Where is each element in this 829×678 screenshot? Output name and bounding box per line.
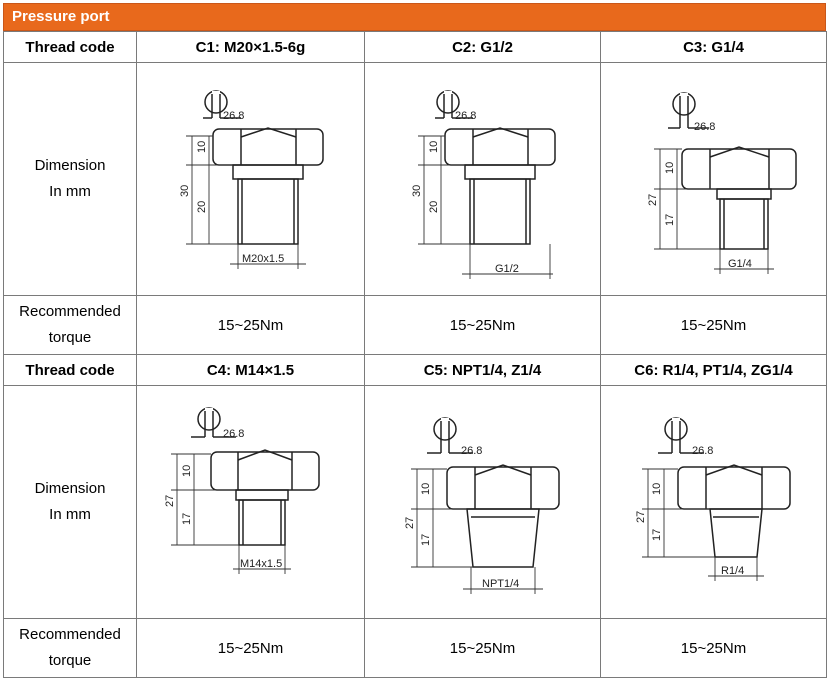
hex-height-label: 10 xyxy=(420,483,432,495)
torque-c1: 15~25Nm xyxy=(136,295,365,355)
drawing-c3-straight-small: 26.8 10 17 27 G1/4 xyxy=(647,92,797,274)
code-c2: C2: G1/2 xyxy=(364,31,601,63)
figure-c5: 26.8 10 17 27 NPT1/4 xyxy=(364,385,601,619)
torque-label-line2: torque xyxy=(48,652,92,669)
section-title: Pressure port xyxy=(12,8,110,25)
code-c6: C6: R1/4, PT1/4, ZG1/4 xyxy=(600,354,827,386)
torque-label: Recommended torque xyxy=(3,295,137,355)
total-height-label: 27 xyxy=(164,495,176,507)
section-header: Pressure port xyxy=(3,3,826,31)
thread-size-label: R1/4 xyxy=(721,565,744,577)
angle-label: 26.8 xyxy=(455,110,476,122)
thread-height-label: 20 xyxy=(428,201,440,213)
angle-label: 26.8 xyxy=(692,445,713,457)
torque-label-line1: Recommended xyxy=(19,303,121,320)
angle-label: 26.8 xyxy=(223,110,244,122)
total-height-label: 27 xyxy=(635,511,647,523)
angle-label: 26.8 xyxy=(223,428,244,440)
drawing-c4-straight-small: 26.8 10 17 27 M14x1.5 xyxy=(164,407,320,574)
torque-c5: 15~25Nm xyxy=(364,618,601,678)
drawing-c5-tapered: 26.8 10 17 27 NPT1/4 xyxy=(404,417,560,594)
dimension-row: Dimension In mm xyxy=(3,62,827,296)
thread-height-label: 17 xyxy=(181,513,193,525)
torque-row: Recommended torque 15~25Nm 15~25Nm 15~25… xyxy=(3,295,827,355)
hex-height-label: 10 xyxy=(181,465,193,477)
dimension-label-line1: Dimension xyxy=(34,157,106,174)
torque-label-line2: torque xyxy=(48,329,92,346)
thread-size-label: G1/2 xyxy=(495,263,519,275)
thread-code-label: Thread code xyxy=(3,354,137,386)
torque-label-line1: Recommended xyxy=(19,626,121,643)
dimension-label-line2: In mm xyxy=(49,506,91,523)
dimension-row: Dimension In mm xyxy=(3,385,827,619)
code-c1: C1: M20×1.5-6g xyxy=(136,31,365,63)
thread-size-label: M20x1.5 xyxy=(242,253,284,265)
angle-label: 26.8 xyxy=(461,445,482,457)
dimension-label: Dimension In mm xyxy=(3,385,137,619)
torque-label: Recommended torque xyxy=(3,618,137,678)
torque-row: Recommended torque 15~25Nm 15~25Nm 15~25… xyxy=(3,618,827,678)
thread-size-label: M14x1.5 xyxy=(240,558,282,570)
hex-height-label: 10 xyxy=(651,483,663,495)
hex-height-label: 10 xyxy=(196,141,208,153)
total-height-label: 30 xyxy=(179,185,191,197)
figure-c3: 26.8 10 17 27 G1/4 xyxy=(600,62,827,296)
torque-c6: 15~25Nm xyxy=(600,618,827,678)
figure-c6: 26.8 10 17 27 R1/4 xyxy=(600,385,827,619)
dimension-label: Dimension In mm xyxy=(3,62,137,296)
thread-height-label: 20 xyxy=(196,201,208,213)
figure-c4: 26.8 10 17 27 M14x1.5 xyxy=(136,385,365,619)
code-c4: C4: M14×1.5 xyxy=(136,354,365,386)
total-height-label: 30 xyxy=(411,185,423,197)
drawing-c1-straight-large: 26.8 10 20 30 M20x1.5 xyxy=(179,90,324,269)
torque-c4: 15~25Nm xyxy=(136,618,365,678)
thread-height-label: 17 xyxy=(651,529,663,541)
thread-code-row: Thread code C1: M20×1.5-6g C2: G1/2 C3: … xyxy=(3,31,827,63)
thread-size-label: NPT1/4 xyxy=(482,578,519,590)
thread-height-label: 17 xyxy=(420,534,432,546)
figure-c1: 26.8 10 20 30 M20x1.5 xyxy=(136,62,365,296)
drawing-c2-straight-large: 26.8 10 20 30 G1/2 xyxy=(411,90,556,279)
code-c5: C5: NPT1/4, Z1/4 xyxy=(364,354,601,386)
dimension-label-line2: In mm xyxy=(49,183,91,200)
thread-code-label: Thread code xyxy=(3,31,137,63)
torque-c3: 15~25Nm xyxy=(600,295,827,355)
figure-c2: 26.8 10 20 30 G1/2 xyxy=(364,62,601,296)
angle-label: 26.8 xyxy=(694,121,715,133)
hex-height-label: 10 xyxy=(664,162,676,174)
code-c3: C3: G1/4 xyxy=(600,31,827,63)
hex-height-label: 10 xyxy=(428,141,440,153)
dimension-label-line1: Dimension xyxy=(34,480,106,497)
drawing-c6-tapered: 26.8 10 17 27 R1/4 xyxy=(635,417,791,581)
total-height-label: 27 xyxy=(404,517,416,529)
torque-c2: 15~25Nm xyxy=(364,295,601,355)
thread-height-label: 17 xyxy=(664,214,676,226)
pressure-port-table: Thread code C1: M20×1.5-6g C2: G1/2 C3: … xyxy=(3,31,827,678)
total-height-label: 27 xyxy=(647,194,659,206)
thread-code-row: Thread code C4: M14×1.5 C5: NPT1/4, Z1/4… xyxy=(3,354,827,386)
thread-size-label: G1/4 xyxy=(728,258,752,270)
